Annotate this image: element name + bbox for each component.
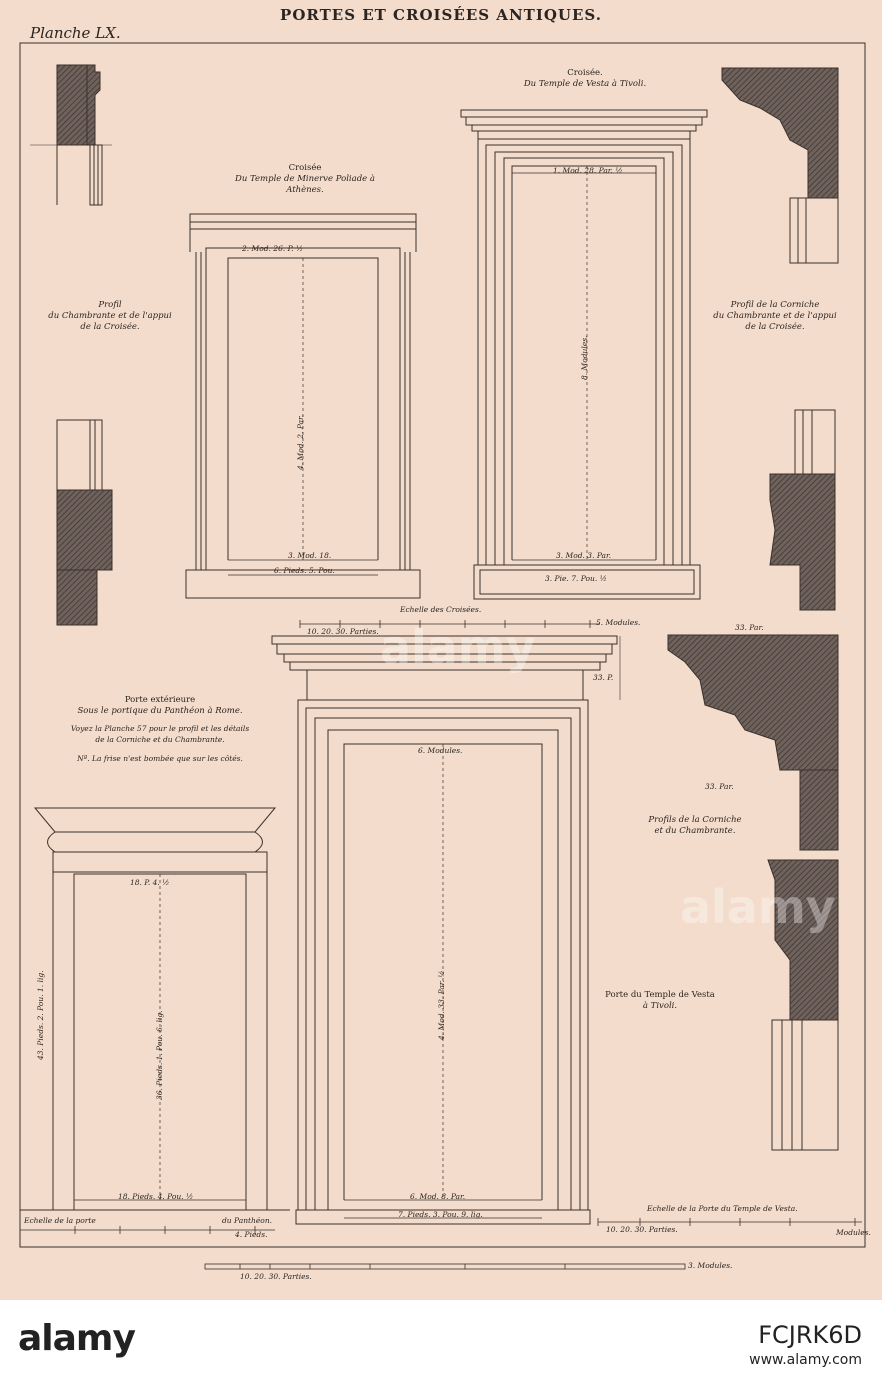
pantheon-line3: Voyez la Planche 57 pour le profil et le…: [70, 724, 250, 733]
scale-pantheon-label: Echelle de la porte: [24, 1216, 96, 1225]
window-tivoli-elevation: [460, 109, 708, 600]
scale-bottom-parts: 10. 20. 30. Parties.: [240, 1272, 312, 1281]
tivoli-dim-top: 1. Mod. 28. Par. ½: [553, 166, 623, 175]
scale-bottom: [204, 1263, 686, 1270]
profile-mid-left: [56, 419, 113, 626]
pantheon-line4: de la Corniche et du Chambrante.: [95, 735, 225, 744]
vesta-door-elevation: [271, 635, 621, 1225]
tivoli-dim-bottom: 3. Mod. 3. Par.: [556, 551, 612, 560]
profile-top-right: [721, 67, 839, 264]
cornice-line2: et du Chambrante.: [654, 826, 736, 836]
image-id: FCJRK6D: [758, 1321, 862, 1349]
scale-bottom-end: 3. Modules.: [688, 1261, 733, 1270]
pantheon-door-elevation: [20, 807, 290, 1211]
tivoli-heading: Croisée.: [567, 68, 603, 78]
athens-dim-base: 6. Pieds. 5. Pou.: [274, 566, 335, 575]
pantheon-note: Nª. La frise n'est bombée que sur les cô…: [77, 754, 243, 763]
alamy-logo: alamy: [18, 1318, 136, 1359]
scale-vesta-label: Echelle de la Porte du Temple de Vesta.: [647, 1204, 798, 1213]
plate-border: [19, 42, 866, 1248]
profile-left-line2: du Chambrante et de l'appui: [48, 311, 172, 321]
tivoli-subtitle: Du Temple de Vesta à Tivoli.: [523, 79, 647, 89]
vesta-dim-top: 6. Modules.: [418, 746, 463, 755]
scale-vesta-parts: 10. 20. 30. Parties.: [606, 1225, 678, 1234]
scale-vesta-end: Modules.: [836, 1228, 871, 1237]
scale-windows: [299, 620, 600, 628]
profile-right-line2: du Chambrante et de l'appui: [713, 311, 837, 321]
tivoli-dim-height: 8. Modules.: [580, 335, 589, 380]
profile-left-line3: de la Croisée.: [80, 322, 140, 332]
watermark: alamy: [380, 620, 536, 674]
pantheon-dim-top: 18. P. 4. ½: [130, 878, 170, 887]
athens-heading: Croisée: [288, 163, 322, 173]
stock-footer: [0, 1300, 882, 1390]
tivoli-dim-base: 3. Pie. 7. Pou. ½: [545, 574, 607, 583]
pantheon-dim-height: 36. Pieds. 1. Pou. 6. lig.: [155, 1010, 164, 1100]
vesta-dim-side: 33. P.: [593, 673, 614, 682]
athens-dim-height: 4. Mod. 2. Par.: [296, 414, 305, 470]
plate-number: Planche LX.: [30, 24, 121, 42]
vesta-line2: à Tivoli.: [642, 1001, 678, 1011]
vesta-heading: Porte du Temple de Vesta: [605, 990, 715, 1000]
profile-right-line3: de la Croisée.: [745, 322, 805, 332]
scale-pantheon-end: 4. Pieds.: [235, 1230, 268, 1239]
scale-vesta: [597, 1218, 862, 1226]
vesta-dim-height: 4. Mod. 33. Par. ½: [437, 970, 446, 1040]
athens-dim-bottom: 3. Mod. 18.: [288, 551, 332, 560]
pantheon-heading: Porte extérieure: [124, 695, 196, 705]
cornice-line1: Profils de la Corniche: [648, 815, 742, 825]
architectural-drawing: [19, 42, 866, 1270]
pantheon-dim-bottom: 18. Pieds. 4. Pou. ½: [118, 1192, 194, 1201]
cornice-dim-top: 33. Par.: [735, 623, 764, 632]
profile-top-left: [30, 64, 112, 206]
athens-dim-top: 2. Mod. 26. P. ½: [242, 244, 304, 253]
watermark: alamy: [680, 880, 836, 934]
scale-windows-end: 5. Modules.: [596, 618, 641, 627]
vesta-dim-base: 7. Pieds. 3. Pou. 9. lig.: [398, 1210, 483, 1219]
profile-right-line1: Profil de la Corniche: [730, 300, 820, 310]
scale-pantheon-suffix: du Panthéon.: [222, 1216, 273, 1225]
plate-title: PORTES ET CROISÉES ANTIQUES.: [280, 6, 602, 24]
window-athens-elevation: [185, 213, 421, 599]
profile-left-line1: Profil: [98, 300, 122, 310]
scale-windows-parts: 10. 20. 30. Parties.: [307, 627, 379, 636]
athens-subtitle: Du Temple de Minerve Poliade à Athènes.: [235, 174, 375, 195]
cornice-dim-mid: 33. Par.: [705, 782, 734, 791]
scale-windows-label: Echelle des Croisées.: [400, 605, 482, 614]
pantheon-line2: Sous le portique du Panthéon à Rome.: [77, 706, 243, 716]
profile-cornice-right: [667, 634, 839, 1151]
profile-mid-right: [769, 409, 836, 611]
vesta-dim-bottom: 6. Mod. 8. Par.: [410, 1192, 466, 1201]
scale-pantheon: [20, 1226, 275, 1234]
pantheon-dim-outer: 43. Pieds. 2. Pou. 1. lig.: [36, 970, 45, 1060]
site-url: www.alamy.com: [749, 1352, 862, 1368]
